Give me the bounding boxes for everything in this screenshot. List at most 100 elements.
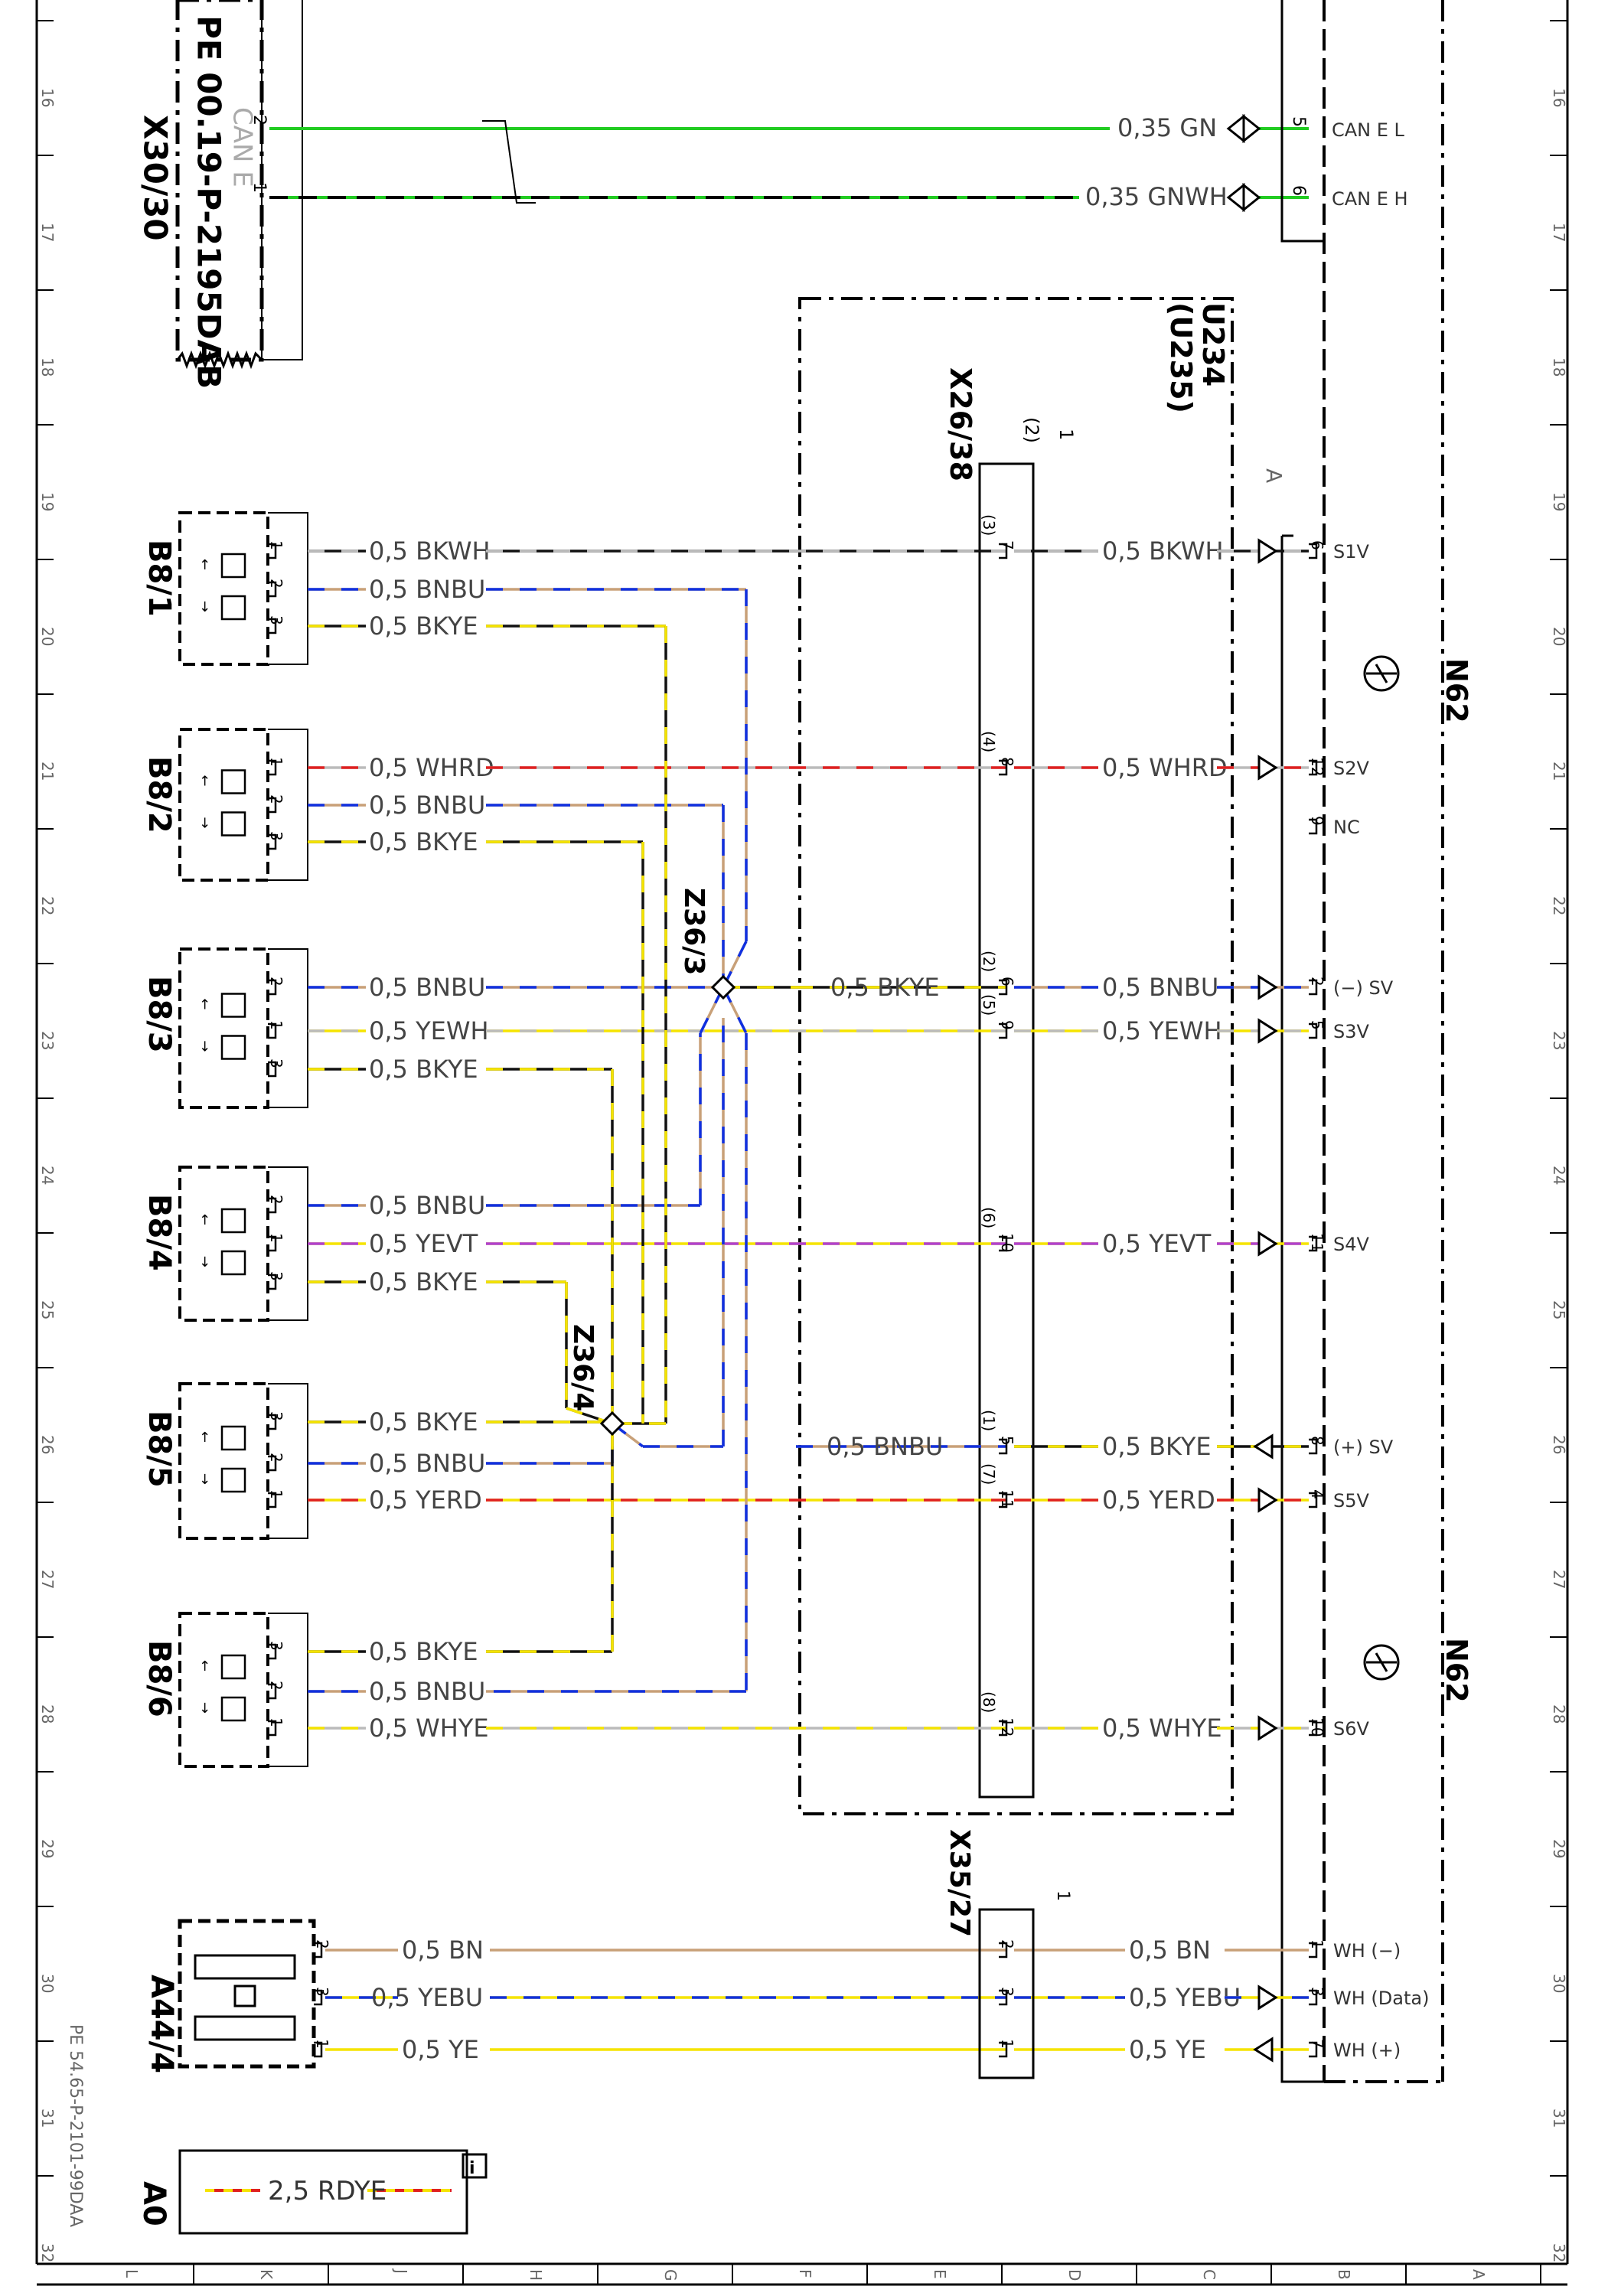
- x26-pin-header-alt: (2): [1021, 417, 1042, 443]
- pin-mark: [999, 2041, 1008, 2058]
- pin-mark: [1309, 2041, 1318, 2058]
- wire-can-e-h: 0,35 GNWH: [1085, 182, 1228, 211]
- arrow-icon: [1257, 755, 1278, 781]
- row-number: 29: [1550, 1839, 1568, 1858]
- n62-pin: 3: [1308, 1987, 1326, 1997]
- a44-left-wire: 0,5 YEBU: [371, 1983, 483, 2012]
- col-letter: E: [931, 2269, 949, 2279]
- n62-pin: 8: [1308, 1436, 1326, 1446]
- n62-pin: 4: [1308, 1489, 1326, 1499]
- row-number: 20: [38, 627, 57, 646]
- sensor-element: [220, 1696, 246, 1722]
- sensor-element: [220, 1250, 246, 1276]
- sensor-housing: [178, 1382, 269, 1540]
- transistor-icon: [1363, 655, 1400, 1681]
- pin-mark: [268, 581, 277, 598]
- x26-alt-pin: (4): [980, 731, 998, 752]
- arrow-icon: [1257, 1231, 1278, 1257]
- pin-mark: [999, 979, 1008, 996]
- sensor-element: [220, 1467, 246, 1493]
- row-number: 32: [38, 2243, 57, 2262]
- pin-mark: [314, 1989, 323, 2006]
- sensor-wire-label: 0,5 BNBU: [369, 575, 485, 604]
- sensor-connector: [268, 1613, 308, 1767]
- sensor-pin: 3: [267, 1058, 285, 1068]
- sensor-element: [220, 1654, 246, 1680]
- row-number: 31: [38, 2108, 57, 2128]
- sensor-id: B8/1: [142, 540, 177, 617]
- row-number: 17: [1550, 223, 1568, 242]
- sensor-element: [220, 811, 246, 837]
- pin-mark: [999, 1942, 1008, 1958]
- right-wire-label: 0,5 BNBU: [1102, 973, 1218, 1002]
- x26-alt-pin: (7): [980, 1463, 998, 1485]
- sensor-housing: [178, 728, 269, 882]
- pin-mark: [268, 1022, 277, 1039]
- x26-alt-pin: (6): [980, 1207, 998, 1228]
- pin-mark: [1309, 1942, 1318, 1958]
- drawing-frame: [35, 0, 1569, 2286]
- sensor-arrow-icon: ↑: [199, 557, 210, 573]
- col-letter: J: [392, 2268, 410, 2274]
- row-number: 30: [38, 1974, 57, 1993]
- sensor-housing: [178, 1612, 269, 1768]
- n62-signal: WH (−): [1333, 1940, 1401, 1962]
- arrow-icon: [1257, 1487, 1278, 1513]
- pin-mark: [999, 1720, 1008, 1737]
- pin-mark: [1309, 818, 1318, 835]
- left-wire-label: 0,5 BKYE: [830, 973, 940, 1002]
- n62-signal: WH (+): [1333, 2040, 1401, 2061]
- left-wire-label: 0,5 BNBU: [827, 1432, 943, 1461]
- legend-id: A0: [136, 2181, 171, 2226]
- n62-control-unit: N62 N62 A: [1261, 0, 1473, 2083]
- col-letter: C: [1200, 2269, 1218, 2280]
- n62-pin: 7: [1308, 2039, 1326, 2049]
- sensor-wire-label: 0,5 BNBU: [369, 791, 485, 820]
- sensor-connector: [268, 1383, 308, 1539]
- n62-signal: WH (Data): [1333, 1988, 1429, 2009]
- x26-pin: 11: [998, 1489, 1016, 1508]
- n62-signal: S1V: [1333, 541, 1370, 563]
- row-number: 26: [38, 1435, 57, 1454]
- a44-pin: 2: [313, 1939, 331, 1949]
- row-number: 24: [1550, 1166, 1568, 1185]
- right-wire-label: 0,5 YEVT: [1102, 1229, 1212, 1258]
- col-letter: B: [1335, 2269, 1353, 2280]
- row-number: 30: [1550, 1974, 1568, 1993]
- pin-mark: [999, 543, 1008, 559]
- row-number: 18: [1550, 357, 1568, 377]
- arrow-icon: [1257, 1715, 1278, 1741]
- sensor-pin: 2: [267, 1681, 285, 1691]
- sensor-wire-label: 0,5 BNBU: [369, 1449, 485, 1478]
- col-letter: K: [257, 2269, 276, 2280]
- sensor-wire-label: 0,5 WHYE: [369, 1714, 489, 1743]
- sensor-arrow-icon: ↑: [199, 997, 210, 1013]
- a44-id: A44/4: [144, 1975, 179, 2073]
- x26-pin: 9: [998, 1020, 1016, 1030]
- sensor-pin: 3: [267, 1641, 285, 1651]
- can-signal-l: CAN E L: [1332, 119, 1405, 141]
- pin-mark: [1309, 759, 1318, 776]
- pin-mark: [268, 833, 277, 850]
- a44-left-wire: 0,5 YE: [402, 2035, 479, 2064]
- x26-alt-pin: (3): [980, 514, 998, 536]
- sensor-wire-label: 0,5 BKYE: [369, 612, 478, 641]
- n62-label-bottom: N62: [1440, 1638, 1473, 1703]
- pin-mark: [1309, 543, 1318, 559]
- sensor-wire-label: 0,5 BNBU: [369, 973, 485, 1002]
- a44-pin: 3: [313, 1987, 331, 1997]
- arrow-icon: [1257, 974, 1278, 1000]
- pin-mark: [268, 1683, 277, 1700]
- sensor-arrow-icon: ↓: [199, 1039, 210, 1055]
- sensor-id: B8/6: [142, 1640, 177, 1717]
- sensor-id: B8/2: [142, 756, 177, 833]
- sensor-wire-label: 0,5 YERD: [369, 1486, 482, 1515]
- x26-alt-pin: (2): [980, 951, 998, 972]
- pin-mark: [268, 1414, 277, 1430]
- pin-mark: [999, 1989, 1008, 2006]
- pin-mark: [268, 618, 277, 634]
- row-number: 22: [1550, 896, 1568, 915]
- sensor-connector: [268, 512, 308, 665]
